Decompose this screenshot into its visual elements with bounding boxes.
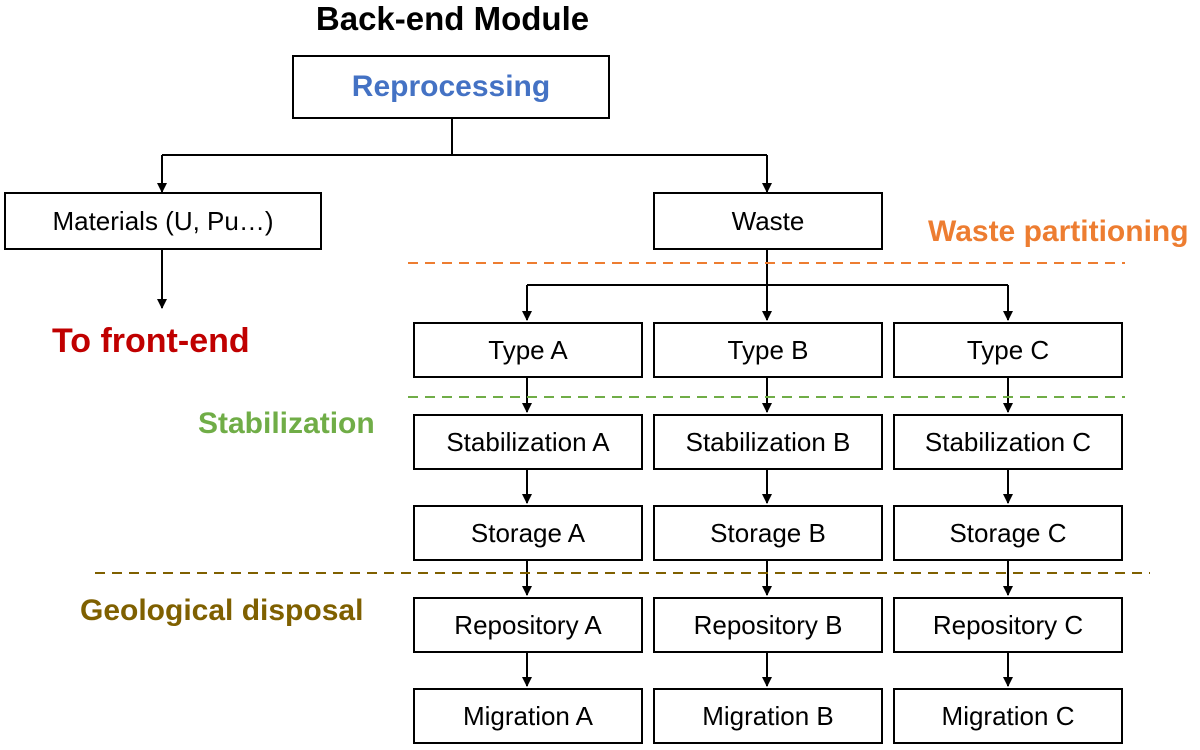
migration-b-box: Migration B bbox=[653, 688, 883, 744]
reprocessing-box: Reprocessing bbox=[292, 55, 610, 119]
repository-a-label: Repository A bbox=[454, 609, 602, 640]
column-arrows bbox=[522, 378, 1013, 687]
type-a-label: Type A bbox=[488, 334, 568, 365]
waste-split-connector bbox=[522, 250, 1013, 321]
storage-a-box: Storage A bbox=[413, 505, 643, 561]
type-b-label: Type B bbox=[727, 334, 809, 365]
type-c-box: Type C bbox=[893, 322, 1123, 378]
waste-box: Waste bbox=[653, 192, 883, 250]
geological-disposal-label: Geological disposal bbox=[80, 594, 364, 627]
repository-c-label: Repository C bbox=[932, 609, 1084, 640]
diagram-title: Back-end Module bbox=[315, 0, 590, 37]
migration-b-label: Migration B bbox=[702, 700, 834, 731]
migration-c-label: Migration C bbox=[941, 700, 1075, 731]
type-b-box: Type B bbox=[653, 322, 883, 378]
repository-b-label: Repository B bbox=[693, 609, 843, 640]
waste-label: Waste bbox=[731, 205, 805, 236]
storage-b-box: Storage B bbox=[653, 505, 883, 561]
stabilization-b-box: Stabilization B bbox=[653, 414, 883, 470]
stabilization-a-box: Stabilization A bbox=[413, 414, 643, 470]
repository-c-box: Repository C bbox=[893, 597, 1123, 653]
stabilization-c-box: Stabilization C bbox=[893, 414, 1123, 470]
migration-a-box: Migration A bbox=[413, 688, 643, 744]
repository-b-box: Repository B bbox=[653, 597, 883, 653]
stabilization-c-label: Stabilization C bbox=[924, 426, 1092, 457]
stabilization-b-label: Stabilization B bbox=[685, 426, 851, 457]
materials-box: Materials (U, Pu…) bbox=[4, 192, 322, 250]
storage-c-label: Storage C bbox=[949, 517, 1067, 548]
storage-c-box: Storage C bbox=[893, 505, 1123, 561]
migration-a-label: Migration A bbox=[462, 700, 594, 731]
storage-b-label: Storage B bbox=[710, 517, 826, 548]
to-front-end-label: To front-end bbox=[52, 322, 250, 360]
reprocessing-split-connector bbox=[157, 119, 772, 193]
stabilization-stage-label: Stabilization bbox=[198, 407, 375, 440]
type-c-label: Type C bbox=[966, 334, 1050, 365]
materials-label: Materials (U, Pu…) bbox=[52, 205, 274, 236]
storage-a-label: Storage A bbox=[470, 517, 586, 548]
reprocessing-label: Reprocessing bbox=[351, 70, 551, 103]
migration-c-box: Migration C bbox=[893, 688, 1123, 744]
stabilization-a-label: Stabilization A bbox=[446, 426, 610, 457]
repository-a-box: Repository A bbox=[413, 597, 643, 653]
waste-partitioning-label: Waste partitioning bbox=[928, 215, 1189, 248]
type-a-box: Type A bbox=[413, 322, 643, 378]
